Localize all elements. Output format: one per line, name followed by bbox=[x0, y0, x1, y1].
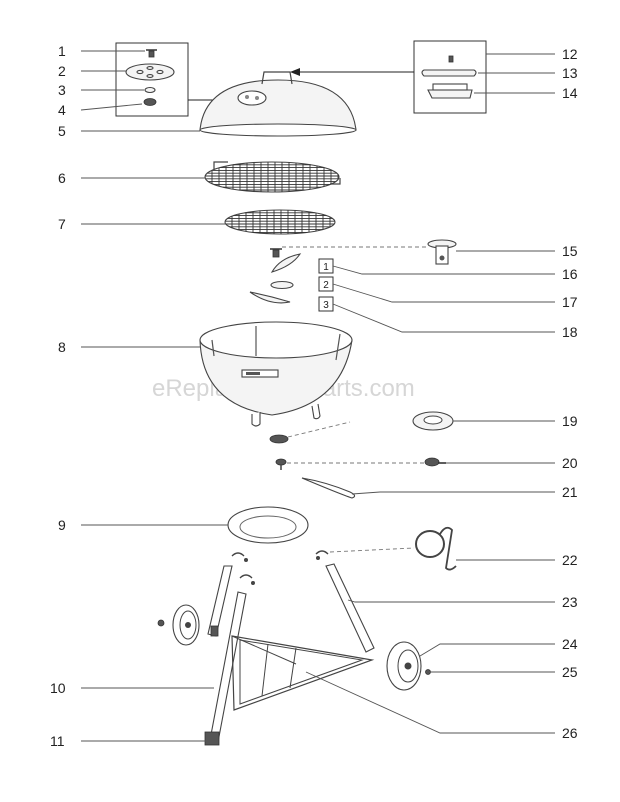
wheel-left-axle-part bbox=[157, 619, 165, 627]
wheel-left-part bbox=[172, 604, 200, 646]
vent-rod-part bbox=[301, 477, 356, 499]
cooking-grate-part bbox=[204, 161, 341, 193]
bowl-vent-nut-part bbox=[269, 434, 289, 444]
callout-6: 6 bbox=[58, 170, 66, 186]
triangle-frame-part bbox=[231, 635, 375, 711]
damper-blade-3 bbox=[249, 291, 291, 304]
callout-5: 5 bbox=[58, 123, 66, 139]
damper-screw-part bbox=[270, 248, 282, 258]
wheel-right-axle-part bbox=[425, 669, 431, 675]
leg-clip-right bbox=[315, 550, 329, 560]
callout-8: 8 bbox=[58, 339, 66, 355]
callout-21: 21 bbox=[562, 484, 578, 500]
handle-bracket-part bbox=[427, 89, 473, 99]
leg-clip-left bbox=[231, 552, 248, 562]
vent-inset-box bbox=[115, 42, 189, 117]
callout-7: 7 bbox=[58, 216, 66, 232]
callout-22: 22 bbox=[562, 552, 578, 568]
callout-18: 18 bbox=[562, 324, 578, 340]
leader-lines bbox=[80, 50, 555, 742]
leg-front-part bbox=[204, 591, 247, 746]
callouts-right: 12 13 14 15 16 17 18 19 20 21 22 23 24 2… bbox=[562, 46, 578, 741]
callout-26: 26 bbox=[562, 725, 578, 741]
vent-washer-part bbox=[144, 86, 156, 94]
callout-10: 10 bbox=[50, 680, 66, 696]
callout-12: 12 bbox=[562, 46, 578, 62]
callouts-left: 1 2 3 4 5 6 7 8 9 10 11 bbox=[50, 43, 66, 749]
callout-3: 3 bbox=[58, 82, 66, 98]
handle-inset-box bbox=[413, 40, 487, 114]
handle-arrow-head bbox=[290, 68, 300, 76]
callout-11: 11 bbox=[50, 733, 65, 749]
vent-ring-part bbox=[412, 411, 454, 431]
bowl-part bbox=[199, 321, 353, 427]
leg-left-part bbox=[207, 565, 233, 637]
damper-box-1-label: 1 bbox=[323, 262, 329, 273]
damper-handle-part bbox=[427, 239, 457, 265]
callout-23: 23 bbox=[562, 594, 578, 610]
callout-24: 24 bbox=[562, 636, 578, 652]
charcoal-grate-part bbox=[224, 209, 336, 235]
callout-17: 17 bbox=[562, 294, 578, 310]
callout-4: 4 bbox=[58, 102, 66, 118]
leg-cap-part bbox=[204, 731, 220, 746]
damper-box-3-label: 3 bbox=[323, 300, 329, 311]
vent-nut-part bbox=[143, 98, 157, 106]
callout-15: 15 bbox=[562, 243, 578, 259]
callout-19: 19 bbox=[562, 413, 578, 429]
thumbscrew-part bbox=[424, 457, 446, 467]
callout-14: 14 bbox=[562, 85, 578, 101]
clip-dashed-line bbox=[329, 547, 415, 553]
lid-part bbox=[199, 71, 357, 137]
callout-1: 1 bbox=[58, 43, 66, 59]
vent-dashed-line bbox=[287, 421, 351, 438]
lid-handle-part bbox=[421, 69, 477, 77]
leg-clip-left-2 bbox=[239, 574, 255, 585]
ash-pan-part bbox=[227, 506, 309, 544]
callout-13: 13 bbox=[562, 65, 578, 81]
callout-20: 20 bbox=[562, 455, 578, 471]
damper-blade-2 bbox=[270, 280, 294, 290]
vent-damper-part bbox=[125, 63, 175, 81]
leg-spring-part bbox=[415, 526, 457, 571]
callout-16: 16 bbox=[562, 266, 578, 282]
damper-blade-1 bbox=[270, 253, 302, 273]
callout-25: 25 bbox=[562, 664, 578, 680]
leg-right-part bbox=[325, 563, 375, 653]
wheel-right-part bbox=[386, 641, 422, 691]
vent-screw-part bbox=[146, 49, 157, 58]
handle-screw-part bbox=[448, 55, 454, 63]
damper-box-2-label: 2 bbox=[323, 280, 329, 291]
callout-9: 9 bbox=[58, 517, 66, 533]
callout-2: 2 bbox=[58, 63, 66, 79]
thumbscrew-small-part bbox=[275, 458, 287, 470]
